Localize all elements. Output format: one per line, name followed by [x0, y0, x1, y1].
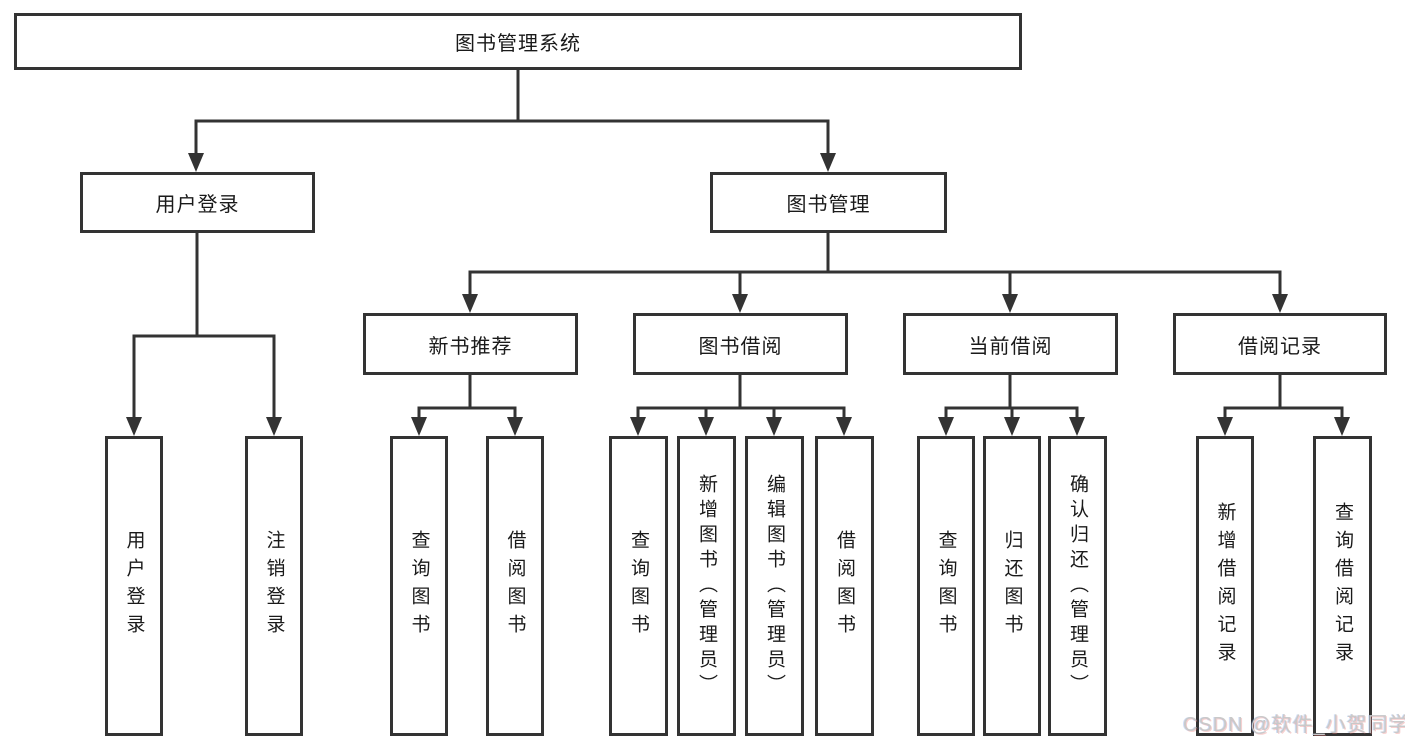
node-book-management: 图书管理: [710, 172, 947, 233]
node-book-borrow-label: 图书借阅: [698, 335, 783, 358]
node-library-management-system-label: 图书管理系统: [455, 33, 581, 55]
leaf-records-query-record: 查询借阅记录: [1313, 436, 1372, 736]
leaf-borrow-query-books-label: 查询图书: [628, 530, 649, 642]
leaf-user-login: 用户登录: [105, 436, 163, 736]
leaf-borrow-add-books-admin-label: 新增图书（管理员）: [696, 473, 717, 699]
leaf-records-query-record-label: 查询借阅记录: [1332, 502, 1353, 670]
leaf-newbook-borrow-books: 借阅图书: [486, 436, 544, 736]
leaf-borrow-add-books-admin: 新增图书（管理员）: [677, 436, 736, 736]
leaf-borrow-borrow-books: 借阅图书: [815, 436, 874, 736]
leaf-borrow-borrow-books-label: 借阅图书: [834, 530, 855, 642]
node-user-login: 用户登录: [80, 172, 315, 233]
leaf-newbook-query-books: 查询图书: [390, 436, 448, 736]
leaf-current-query-books-label: 查询图书: [935, 530, 957, 642]
leaf-current-return-books: 归还图书: [983, 436, 1041, 736]
leaf-logout-label: 注销登录: [263, 530, 285, 642]
leaf-records-add-record-label: 新增借阅记录: [1214, 502, 1236, 670]
leaf-current-confirm-return-admin: 确认归还（管理员）: [1048, 436, 1107, 736]
node-borrow-records: 借阅记录: [1173, 313, 1387, 375]
leaf-current-return-books-label: 归还图书: [1001, 530, 1023, 642]
leaf-records-add-record: 新增借阅记录: [1196, 436, 1254, 736]
leaf-borrow-query-books: 查询图书: [609, 436, 668, 736]
leaf-user-login-label: 用户登录: [123, 530, 145, 642]
node-borrow-records-label: 借阅记录: [1238, 335, 1322, 358]
leaf-newbook-borrow-books-label: 借阅图书: [504, 530, 526, 642]
leaf-borrow-edit-books-admin: 编辑图书（管理员）: [745, 436, 804, 736]
node-book-borrow: 图书借阅: [633, 313, 848, 375]
leaf-borrow-edit-books-admin-label: 编辑图书（管理员）: [764, 473, 785, 699]
csdn-watermark: CSDN @软件_小贺同学: [1183, 714, 1405, 736]
node-current-borrow: 当前借阅: [903, 313, 1118, 375]
node-user-login-label: 用户登录: [155, 194, 240, 216]
node-new-book-recommend: 新书推荐: [363, 313, 578, 375]
node-library-management-system: 图书管理系统: [14, 13, 1022, 70]
leaf-logout: 注销登录: [245, 436, 303, 736]
leaf-current-query-books: 查询图书: [917, 436, 975, 736]
node-book-management-label: 图书管理: [786, 194, 871, 216]
leaf-current-confirm-return-admin-label: 确认归还（管理员）: [1067, 473, 1088, 699]
node-current-borrow-label: 当前借阅: [968, 335, 1053, 358]
leaf-newbook-query-books-label: 查询图书: [408, 530, 430, 642]
node-new-book-recommend-label: 新书推荐: [428, 335, 513, 358]
